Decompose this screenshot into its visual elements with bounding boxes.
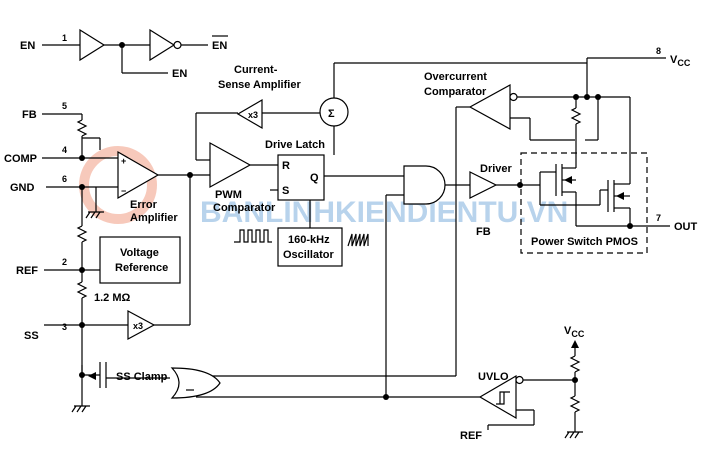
drive-latch-label: Drive Latch xyxy=(265,139,325,151)
and-gate-symbol xyxy=(403,165,446,205)
pin-fb-label: FB xyxy=(22,109,37,121)
pin-ss-number: 3 xyxy=(62,322,67,332)
or-gate-symbol xyxy=(170,367,221,399)
pin-fb-number: 5 xyxy=(62,101,67,111)
x3-top-label: x3 xyxy=(248,110,258,120)
and-gate xyxy=(383,165,470,400)
latch-r: R xyxy=(282,160,290,172)
vref-label-2: Reference xyxy=(115,262,168,274)
driver-fb-label: FB xyxy=(476,226,491,238)
power-switch-box xyxy=(520,152,648,254)
pin-ref-label: REF xyxy=(16,265,38,277)
ground-icon xyxy=(85,211,104,219)
uvlo-comparator-symbol xyxy=(478,374,517,420)
vcc-top-label: VCC xyxy=(670,54,691,68)
pwm-label-2: Comparator xyxy=(213,202,276,214)
pin-gnd-label: GND xyxy=(10,182,35,194)
watermark: BANLINHKIENDIENTU.VN xyxy=(79,146,568,229)
ramp-waveform-icon xyxy=(347,233,369,247)
resistor-icon xyxy=(569,355,581,373)
watermark-text: BANLINHKIENDIENTU.VN xyxy=(200,196,568,229)
drive-latch: Drive Latch R S Q xyxy=(265,139,404,228)
ss-buffer-symbol xyxy=(127,309,156,341)
overcurrent-label-2: Comparator xyxy=(424,86,487,98)
pin-vcc-number: 8 xyxy=(656,46,661,56)
uvlo: UVLO REF VCC xyxy=(460,325,585,442)
pmos-arrow-icon xyxy=(616,192,624,200)
overcurrent-comparator-symbol xyxy=(468,83,511,131)
enable-section: EN 1 EN EN xyxy=(20,28,228,80)
osc-label-1: 160-kHz xyxy=(288,234,330,246)
driver: Driver FB xyxy=(469,163,540,238)
ref-bottom-label: REF xyxy=(460,430,482,442)
current-sense-label-1: Current- xyxy=(234,64,278,76)
current-sense: Current- Sense Amplifier x3 Σ xyxy=(195,62,587,161)
pin-ref-number: 2 xyxy=(62,257,67,267)
driver-symbol xyxy=(469,171,498,199)
pwm-comparator: PWM Comparator xyxy=(209,141,278,214)
ss-clamp-label: SS Clamp xyxy=(116,371,168,383)
pin-comp-label: COMP xyxy=(4,153,37,165)
vcc-arrow-icon xyxy=(571,340,579,348)
inverter-icon xyxy=(149,28,176,62)
vcc-bottom-label: VCC xyxy=(564,325,585,339)
current-sense-amp-symbol xyxy=(236,98,263,130)
pwm-comparator-symbol xyxy=(209,141,252,189)
oscillator-box xyxy=(277,227,343,267)
uvlo-label: UVLO xyxy=(478,371,509,383)
pin-ss-label: SS xyxy=(24,330,39,342)
power-switch: 8 VCC xyxy=(520,46,698,254)
voltage-reference: Voltage Reference xyxy=(99,236,181,284)
pin-gnd-number: 6 xyxy=(62,174,67,184)
error-amp-label-1: Error xyxy=(130,199,158,211)
power-switch-label: Power Switch PMOS xyxy=(531,236,638,248)
resistor-icon xyxy=(569,395,581,413)
pin-out-label: OUT xyxy=(674,221,698,233)
driver-label: Driver xyxy=(480,163,513,175)
overcurrent-comparator: Overcurrent Comparator xyxy=(194,71,600,377)
sense-resistor-icon xyxy=(570,107,582,125)
voltage-reference-box xyxy=(99,236,181,284)
error-amp-label-2: Amplifier xyxy=(130,212,178,224)
left-pins: FB 5 COMP 4 GND 6 REF 2 1.2 MΩ SS 3 xyxy=(4,101,131,375)
osc-label-2: Oscillator xyxy=(283,249,334,261)
current-sense-label-2: Sense Amplifier xyxy=(218,79,301,91)
x3-bottom-label: x3 xyxy=(133,321,143,331)
ss-buffer: x3 xyxy=(127,175,191,341)
pin-en-label: EN xyxy=(20,40,35,52)
resistor-icon xyxy=(76,281,88,299)
plus-sign: + xyxy=(121,156,126,166)
resistor-icon xyxy=(76,119,88,137)
clamp-arrow-icon xyxy=(88,372,96,380)
pin-comp-number: 4 xyxy=(62,145,67,155)
ground-icon xyxy=(564,431,583,439)
resistor-value: 1.2 MΩ xyxy=(94,292,131,304)
error-amplifier-symbol xyxy=(117,150,160,200)
oscillator: 160-kHz Oscillator xyxy=(234,227,369,267)
pin-out-number: 7 xyxy=(656,213,661,223)
hysteresis-icon xyxy=(496,391,510,405)
sigma-symbol: Σ xyxy=(328,108,335,120)
en-bar-label: EN xyxy=(212,40,227,52)
overcurrent-label-1: Overcurrent xyxy=(424,71,487,83)
ground-icon xyxy=(71,405,90,413)
clock-waveform-icon xyxy=(234,229,272,243)
pin-en-number: 1 xyxy=(62,33,67,43)
error-amplifier: + − Error Amplifier xyxy=(117,150,210,224)
pwm-label-1: PWM xyxy=(215,189,242,201)
en-output-label: EN xyxy=(172,68,187,80)
resistor-icon xyxy=(76,225,88,243)
latch-q: Q xyxy=(310,172,319,184)
vref-label-1: Voltage xyxy=(120,247,159,259)
or-gate xyxy=(170,367,480,399)
latch-s: S xyxy=(282,185,289,197)
minus-sign: − xyxy=(121,186,126,196)
drive-latch-box xyxy=(277,154,325,201)
ss-clamp: SS Clamp xyxy=(71,362,170,413)
buffer-icon xyxy=(79,28,106,62)
